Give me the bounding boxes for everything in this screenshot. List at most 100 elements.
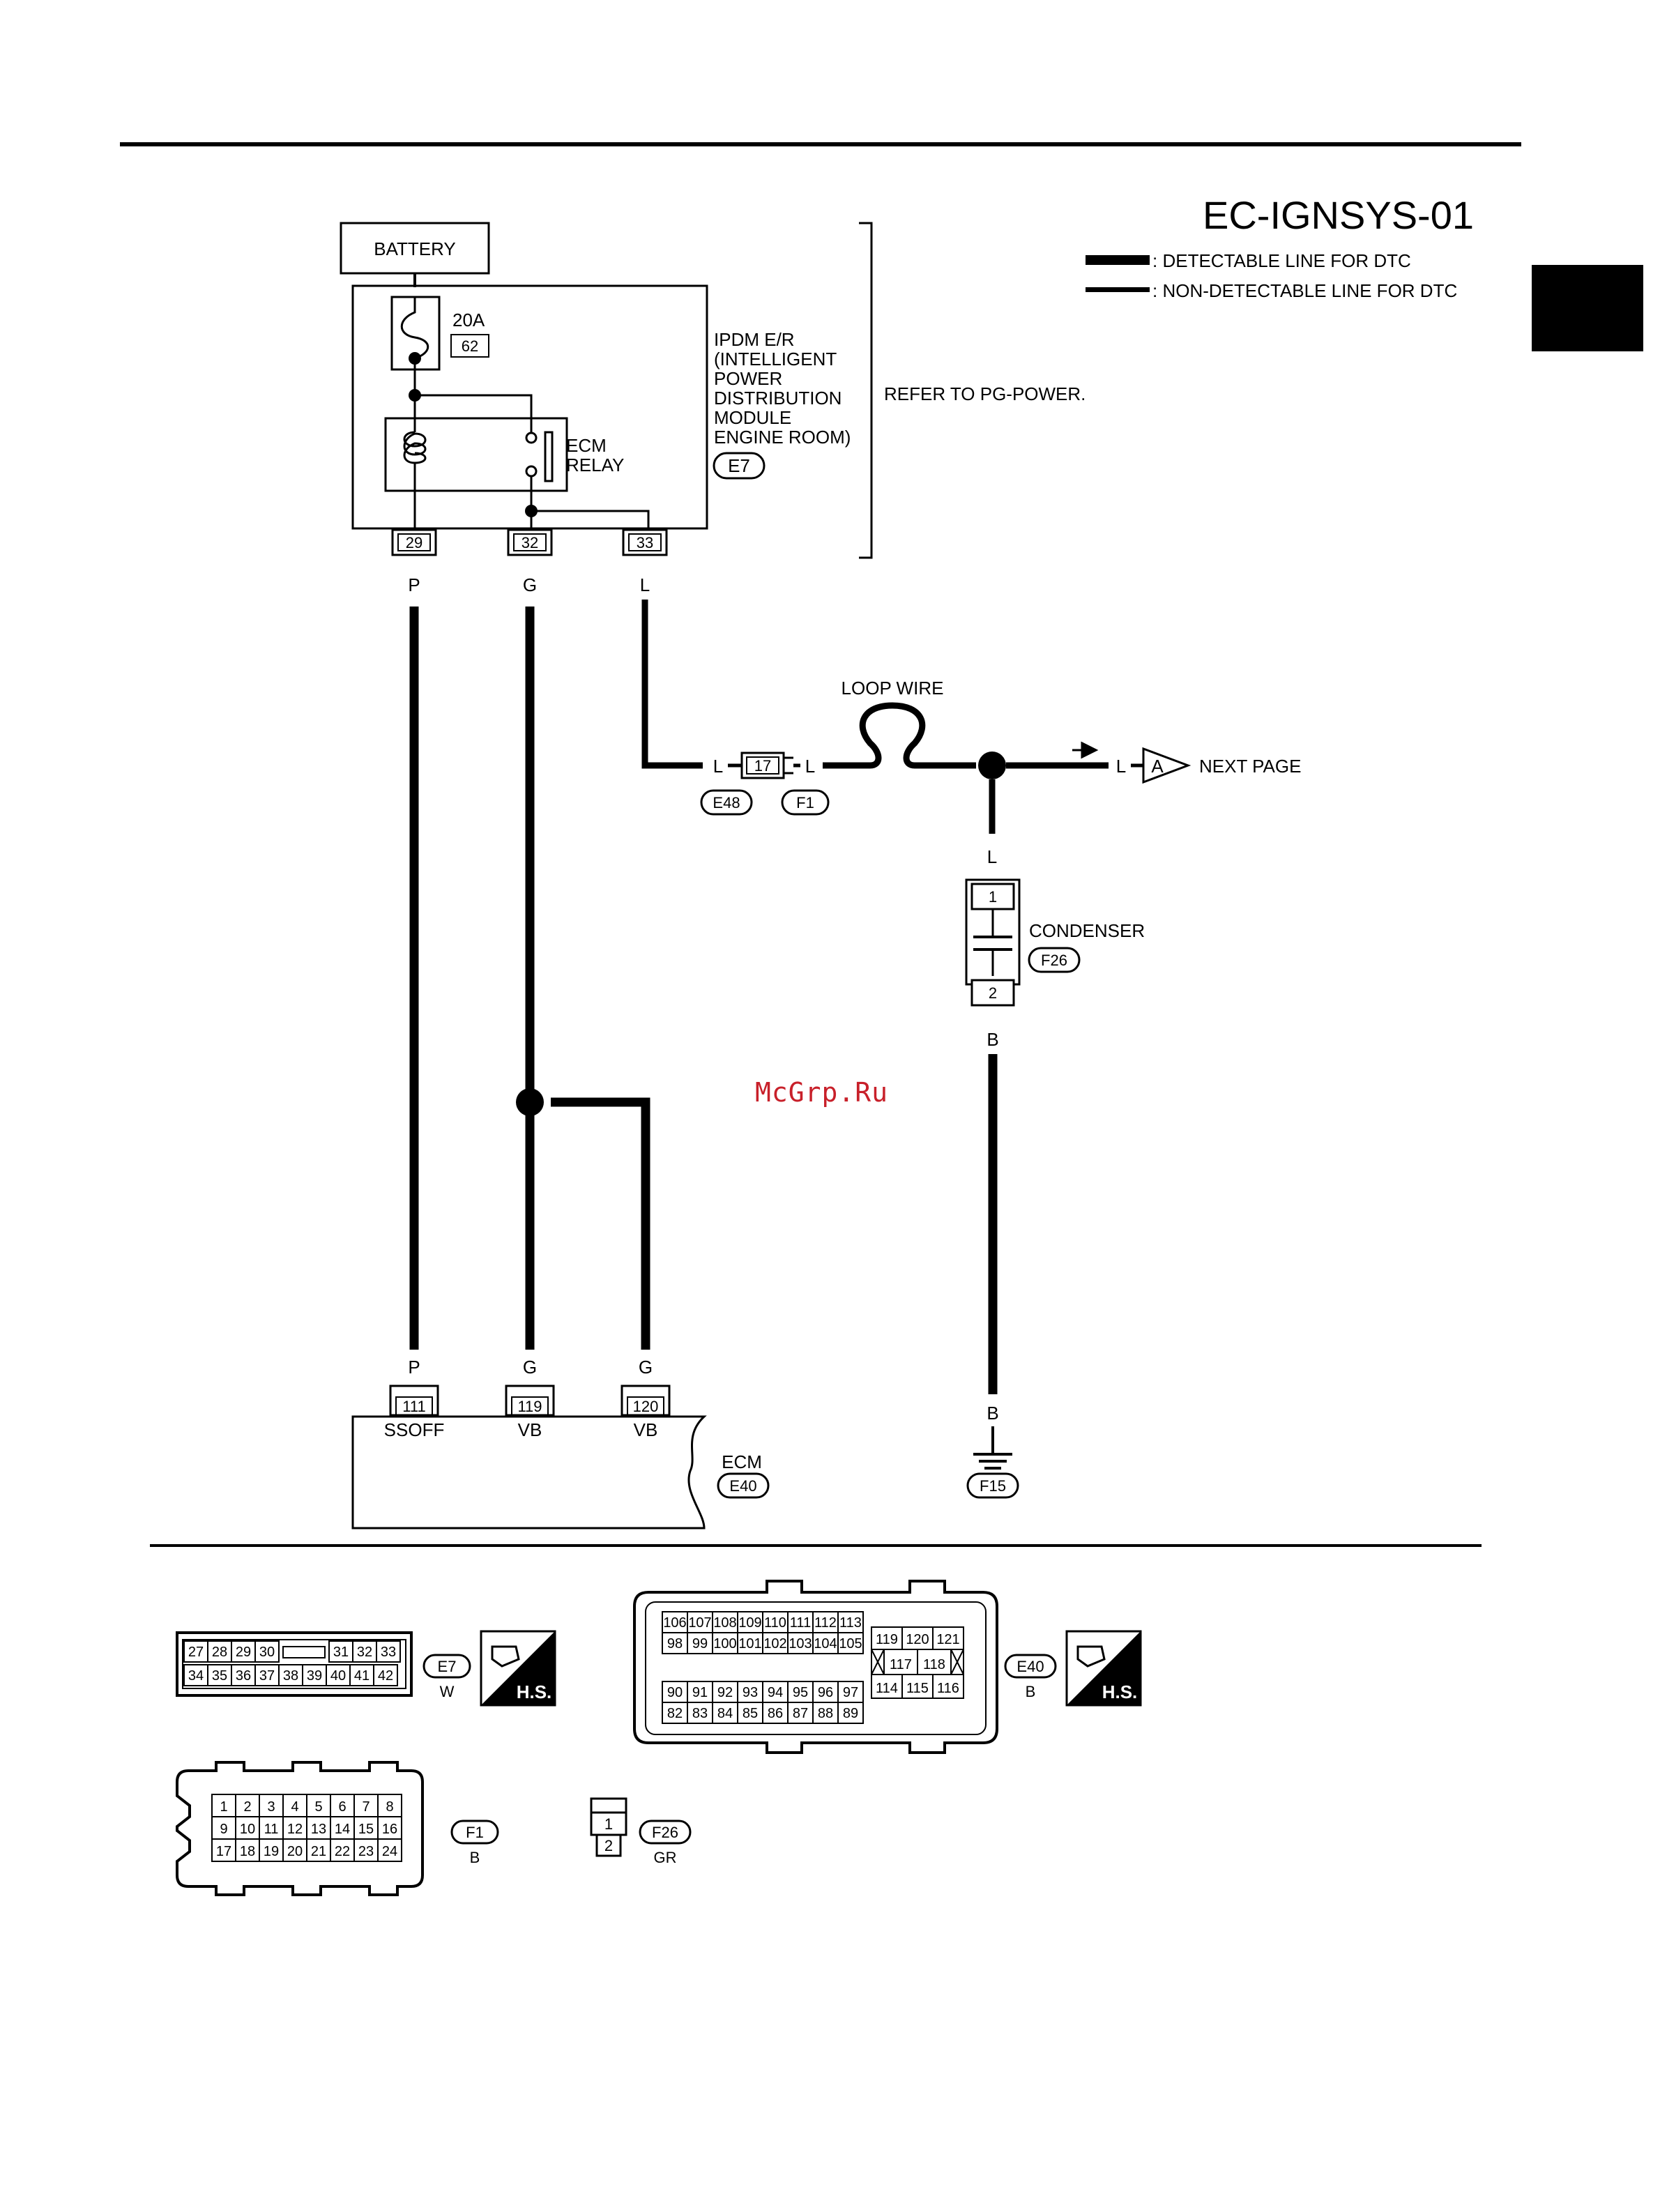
pin-label: 111 [790, 1615, 811, 1631]
pin-label: 119 [876, 1632, 898, 1647]
ipdm-label-line: (INTELLIGENT [714, 349, 837, 369]
pin-label: 7 [362, 1799, 370, 1815]
legend-detectable-label: : DETECTABLE LINE FOR DTC [1152, 250, 1411, 271]
pin-inner [395, 1396, 433, 1416]
pin-inner [628, 533, 662, 551]
pin-label: 120 [906, 1632, 929, 1647]
f1-badge-frame [450, 1820, 499, 1845]
relay-box [384, 417, 568, 492]
pin-cell [376, 1640, 401, 1663]
pin-label: 82 [667, 1706, 683, 1721]
pin-inner [397, 533, 431, 551]
pin-label: 3 [267, 1799, 275, 1815]
pin-number: 33 [637, 534, 653, 551]
ecm-connector: E40 [729, 1477, 756, 1495]
ipdm-connector-badge [713, 452, 766, 480]
joint-wire-left: L [713, 756, 723, 777]
joint-pin-number: 17 [754, 757, 771, 775]
pin-cell [373, 1664, 398, 1686]
pin-label: 88 [818, 1706, 833, 1721]
pin-label: 39 [307, 1668, 322, 1684]
pin-label: 40 [330, 1668, 346, 1684]
pin-label: 6 [338, 1799, 346, 1815]
ecm-terminal-ssoff: SSOFF [384, 1419, 445, 1440]
pin-label: 105 [839, 1636, 862, 1652]
pin-cell [837, 1632, 864, 1654]
pin-label: 33 [381, 1645, 396, 1660]
wire-color-l-top: L [640, 574, 650, 595]
e7-latch-icon [282, 1646, 326, 1658]
pin-label: 116 [937, 1681, 959, 1696]
pin-label: 30 [259, 1645, 275, 1660]
pin-label: 37 [259, 1668, 275, 1684]
pin-label: 89 [843, 1706, 858, 1721]
loop-wire-label: LOOP WIRE [842, 678, 944, 699]
pin-label: 27 [188, 1645, 204, 1660]
pin-label: 106 [663, 1615, 686, 1631]
condenser-label: CONDENSER [1029, 920, 1145, 941]
ecm-pin-119: 119 [505, 1385, 555, 1417]
loop-wire-icon [823, 702, 976, 769]
pin-label: 107 [688, 1615, 711, 1631]
ground-wire-color: B [987, 1403, 998, 1424]
pin-label: 22 [335, 1844, 350, 1859]
pin-cell [932, 1674, 964, 1699]
condenser-splice [978, 752, 1006, 779]
joint-connector-f1: F1 [796, 794, 814, 811]
joint-inner [746, 756, 779, 775]
hs-fill [1067, 1631, 1141, 1705]
pin-label: 2 [243, 1799, 251, 1815]
pin-label: 87 [793, 1706, 808, 1721]
f26-pin1: 1 [604, 1815, 613, 1833]
connector-f26-face: 1 2 [590, 1797, 627, 1857]
pin-label: 21 [311, 1844, 326, 1859]
ipdm-label-line: IPDM E/R [714, 329, 795, 350]
condenser-wire-top: L [987, 846, 997, 867]
next-page-marker-icon [1142, 747, 1191, 784]
e40-badge-frame [1004, 1654, 1057, 1679]
hs-label: H.S. [1102, 1681, 1138, 1702]
e7-inner [182, 1639, 406, 1689]
next-page-label: NEXT PAGE [1199, 756, 1301, 777]
relay-coil-icon [403, 431, 427, 464]
ipdm-pin-29: 29 [391, 528, 437, 556]
ipdm-label-line: POWER [714, 368, 782, 389]
condenser-connector-badge [1028, 947, 1081, 973]
f1-id: F1 [466, 1824, 484, 1841]
pin-label: 115 [906, 1681, 929, 1696]
pin-label: 85 [743, 1706, 758, 1721]
ipdm-box [351, 284, 708, 530]
ipdm-label-line: DISTRIBUTION [714, 388, 842, 409]
next-page-wire: L [1116, 756, 1126, 777]
diagram-title: EC-IGNSYS-01 [1203, 193, 1474, 237]
pin-label: 113 [839, 1615, 862, 1631]
pin-number: 32 [521, 534, 538, 551]
wire-g-splice [516, 1088, 544, 1116]
pin-label: 29 [236, 1645, 251, 1660]
relay-contact-feed [415, 394, 533, 434]
ground-connector: F15 [980, 1477, 1006, 1495]
pin-label: 24 [382, 1844, 397, 1859]
wire-color-p-top: P [408, 574, 420, 595]
pin-label: 9 [220, 1822, 227, 1837]
f26-pin2-frame [595, 1833, 622, 1857]
watermark: McGrp.Ru [755, 1077, 888, 1108]
f26-latch [590, 1797, 627, 1814]
pin-inner [511, 1396, 549, 1416]
condenser-pin2-frame [970, 979, 1015, 1007]
pin-inner [513, 533, 547, 551]
refer-bracket [859, 222, 873, 559]
pin-label: 8 [386, 1799, 393, 1815]
ipdm-label-line: ENGINE ROOM) [714, 427, 851, 448]
blank-pin-icon [950, 1649, 964, 1675]
fuse-number: 62 [462, 337, 478, 355]
relay-switch-icon [544, 431, 554, 482]
battery-label: BATTERY [374, 238, 456, 259]
e7-color: W [440, 1683, 455, 1700]
ecm-box [351, 1415, 707, 1530]
pin-number: 120 [633, 1398, 659, 1415]
